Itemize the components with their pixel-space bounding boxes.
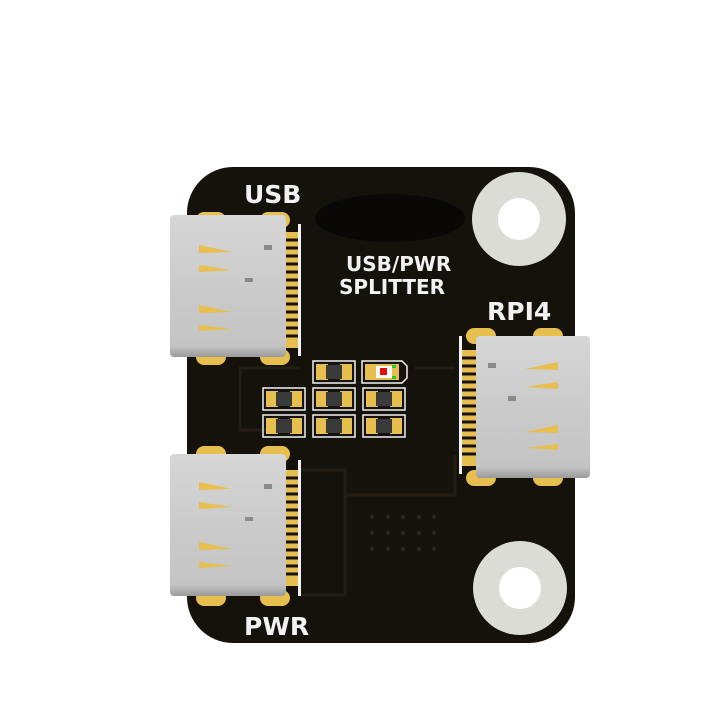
usb-c-connector-usb[interactable] — [170, 212, 301, 365]
label-pwr: PWR — [244, 612, 309, 641]
resistor — [312, 360, 356, 384]
resistor — [362, 387, 406, 411]
smd-components — [262, 360, 408, 438]
led — [361, 360, 408, 384]
label-usb: USB — [244, 180, 301, 209]
label-title-line2: SPLITTER — [339, 275, 445, 299]
usb-c-connector-rpi4[interactable] — [459, 328, 590, 486]
usb-c-connector-pwr[interactable] — [170, 446, 301, 606]
mounting-hole-top — [472, 172, 566, 266]
mounting-hole-bottom — [473, 541, 567, 635]
resistor — [312, 387, 356, 411]
via-grid — [370, 515, 436, 551]
dark-marking — [315, 194, 465, 242]
label-title-line1: USB/PWR — [346, 252, 451, 276]
resistor — [312, 414, 356, 438]
label-rpi4: RPI4 — [487, 297, 551, 326]
resistor — [362, 414, 406, 438]
resistor — [262, 414, 306, 438]
resistor — [262, 387, 306, 411]
